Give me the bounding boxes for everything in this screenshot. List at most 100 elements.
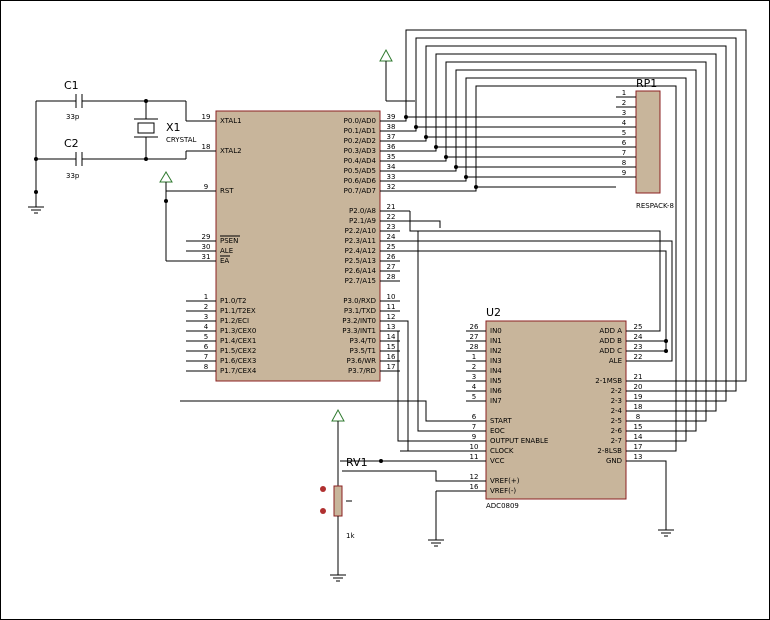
adc-pin-label: IN7	[490, 397, 502, 405]
mcu-pin-number: 34	[387, 163, 396, 171]
mcu-pin-number: 16	[387, 353, 396, 361]
rp1-body	[636, 91, 660, 193]
rp1-pin-number: 2	[622, 99, 626, 107]
adc-pin-label: IN3	[490, 357, 502, 365]
rp1-pin-number: 7	[622, 149, 626, 157]
adc-pin-number: 19	[634, 393, 643, 401]
u2-ref: U2	[486, 306, 501, 319]
mcu-pin-number: 11	[387, 303, 396, 311]
mcu-pin-label: P2.4/A12	[345, 247, 376, 255]
p0-wire	[400, 167, 616, 171]
mcu-pin-number: 3	[204, 313, 208, 321]
adc-pin-label: ADD A	[599, 327, 622, 335]
adc-pin-label: ADD B	[599, 337, 622, 345]
adc-pin-number: 17	[634, 443, 643, 451]
mcu-pin-number: 24	[387, 233, 396, 241]
p0-wire	[400, 127, 616, 131]
rv1-ref: RV1	[346, 456, 368, 469]
mcu-pin-label: XTAL1	[220, 117, 242, 125]
mcu-pin-number: 9	[204, 183, 208, 191]
mcu-pin-label: RST	[220, 187, 234, 195]
p0-wire	[400, 137, 616, 141]
mcu-pin-label: P1.6/CEX3	[220, 357, 256, 365]
adc-pin-number: 26	[470, 323, 479, 331]
mcu-pin-number: 18	[202, 143, 211, 151]
mcu-pin-label: P2.6/A14	[345, 267, 377, 275]
adc-pin-label: IN0	[490, 327, 502, 335]
adc-pin-label: VREF(-)	[490, 487, 516, 495]
c1-value: 33p	[66, 113, 80, 121]
rp1-ref: RP1	[636, 77, 657, 90]
mcu-pin-number: 1	[204, 293, 208, 301]
adc-pin-number: 1	[472, 353, 476, 361]
crystal-circuit: C1 33p C2 33p X1 CRYSTAL	[28, 79, 197, 213]
mcu-pin-label: P2.2/A10	[345, 227, 376, 235]
rp1-pin-number: 6	[622, 139, 627, 147]
rp1-pin-number: 4	[622, 119, 627, 127]
mcu-pin-number: 19	[202, 113, 211, 121]
mcu-pin-label: P0.1/AD1	[344, 127, 376, 135]
mcu-pin-label: P3.7/RD	[348, 367, 376, 375]
mcu-pin-label: P0.0/AD0	[344, 117, 376, 125]
mcu-pin-number: 35	[387, 153, 396, 161]
adc-pin-label: IN1	[490, 337, 502, 345]
adc-pin-number: 11	[470, 453, 479, 461]
adc-pin-label: 2-4	[611, 407, 623, 415]
adc-pin-label: CLOCK	[490, 447, 514, 455]
mcu-pin-label: P3.0/RXD	[343, 297, 376, 305]
adc-pin-number: 20	[634, 383, 643, 391]
rv1-potentiometer: RV1 1k	[320, 410, 368, 581]
mcu-pin-number: 12	[387, 313, 396, 321]
mcu-pin-number: 10	[387, 293, 396, 301]
x1-ref: X1	[166, 121, 181, 134]
c1-ref: C1	[64, 79, 79, 92]
adc-pin-number: 4	[472, 383, 477, 391]
adc-pin-number: 7	[472, 423, 476, 431]
mcu-pin-label: P1.7/CEX4	[220, 367, 257, 375]
mcu-pin-label: ALE	[220, 247, 233, 255]
mcu-pin-label: P1.3/CEX0	[220, 327, 256, 335]
mcu-pin-label: P0.7/AD7	[344, 187, 376, 195]
adc-pin-label: 2-7	[611, 437, 622, 445]
adc-pin-label: ALE	[609, 357, 622, 365]
mcu-pin-label: P3.1/TXD	[344, 307, 376, 315]
adc-pin-number: 18	[634, 403, 643, 411]
rp1-pin-number: 5	[622, 129, 626, 137]
adc-pin-label: 2-2	[611, 387, 622, 395]
rp1-pins: 123456789	[616, 89, 636, 177]
u2-value: ADC0809	[486, 502, 519, 510]
mcu-pin-number: 31	[202, 253, 211, 261]
mcu-pin-label: P1.5/CEX2	[220, 347, 256, 355]
adc-pin-number: 2	[472, 363, 476, 371]
mcu-pin-number: 6	[204, 343, 209, 351]
p0-wire	[400, 177, 616, 181]
adc-pin-label: 2-8LSB	[597, 447, 622, 455]
adc-pin-number: 3	[472, 373, 476, 381]
rp1-pin-number: 1	[622, 89, 626, 97]
adc-pin-label: 2-1MSB	[595, 377, 622, 385]
adc-pin-label: OUTPUT ENABLE	[490, 437, 548, 445]
mcu-pin-label: P3.2/INT0	[342, 317, 376, 325]
c2-value: 33p	[66, 172, 80, 180]
mcu-pin-label: EA	[220, 257, 229, 265]
rp1-pin-number: 3	[622, 109, 626, 117]
mcu-pin-label: P0.6/AD6	[344, 177, 377, 185]
adc-pin-number: 5	[472, 393, 476, 401]
mcu-pin-label: P3.6/WR	[347, 357, 377, 365]
mcu-pin-label: P1.0/T2	[220, 297, 246, 305]
mcu-pin-label: P1.2/ECI	[220, 317, 249, 325]
mcu-pin-number: 27	[387, 263, 396, 271]
mcu-pin-number: 30	[202, 243, 211, 251]
mcu-pin-number: 25	[387, 243, 396, 251]
mcu-pin-number: 5	[204, 333, 208, 341]
p0-wire	[400, 187, 616, 191]
mcu-pin-label: XTAL2	[220, 147, 242, 155]
mcu-pin-number: 23	[387, 223, 396, 231]
adc-pin-number: 9	[472, 433, 476, 441]
adc-pin-number: 25	[634, 323, 643, 331]
adc-pin-label: GND	[606, 457, 622, 465]
adc-pin-number: 27	[470, 333, 479, 341]
adc-pin-label: IN6	[490, 387, 502, 395]
mcu-pin-label: P1.4/CEX1	[220, 337, 256, 345]
